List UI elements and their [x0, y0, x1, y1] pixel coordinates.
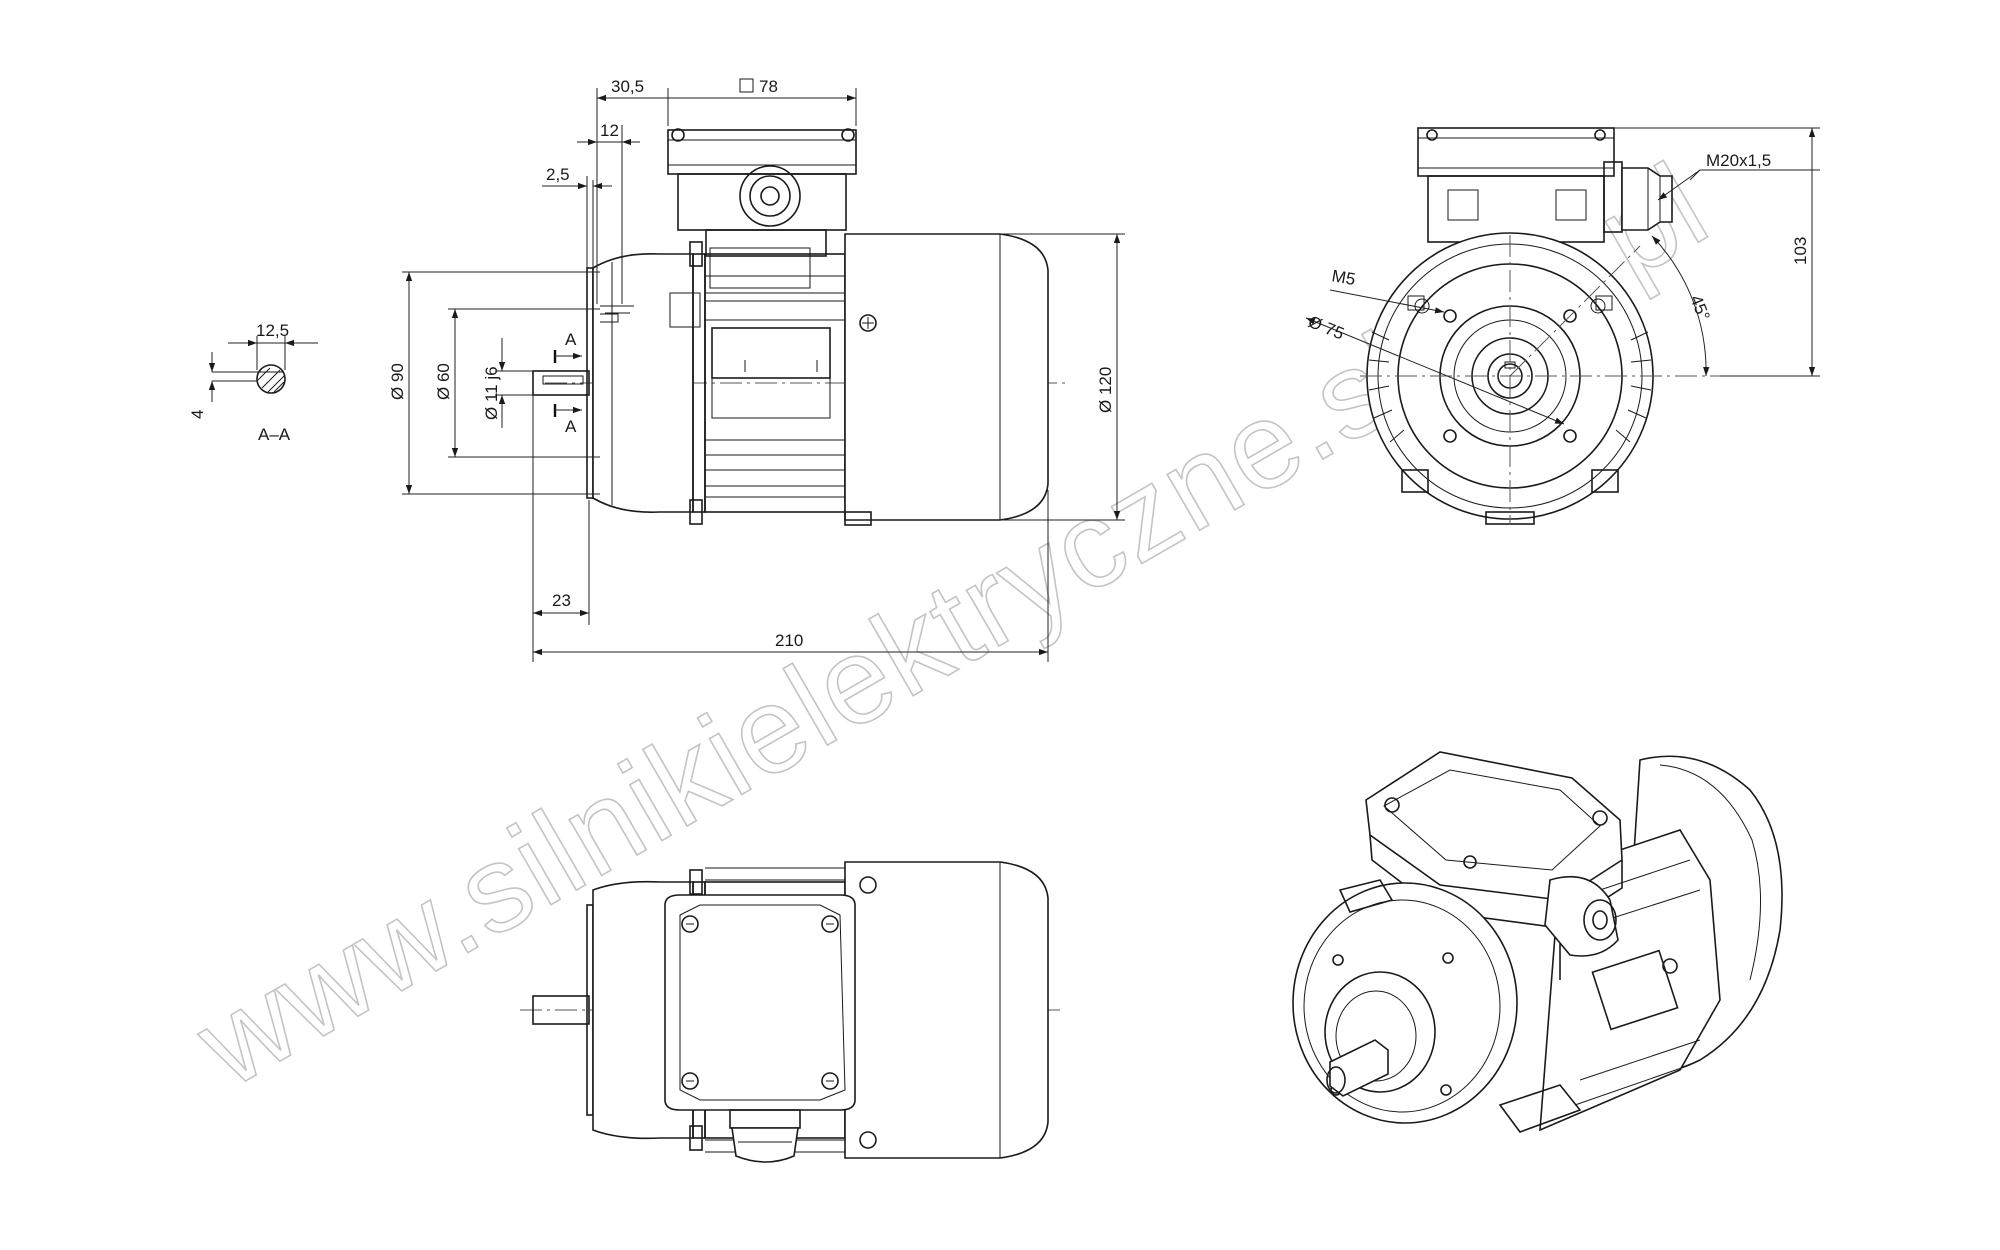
dim-phi-90: Ø 90 — [388, 363, 407, 400]
dim-sq-78: 78 — [759, 77, 778, 96]
m5-hole-tr — [1563, 309, 1577, 323]
cable-gland-m20 — [1621, 167, 1673, 231]
dim-m20x1-5: M20x1,5 — [1706, 151, 1771, 170]
dim-23: 23 — [552, 591, 571, 610]
top-view-shaft — [532, 995, 590, 1025]
foot-pad — [711, 327, 831, 379]
m5-hole-bl — [1443, 429, 1457, 443]
dim-30-5: 30,5 — [611, 77, 644, 96]
motor-isometric-view — [1292, 751, 1783, 1133]
side-view-dimensions: 30,5 78 12 2,5 Ø 90 Ø 60 Ø 11 j6 A — [388, 77, 1125, 662]
front-terminal-lid — [1417, 127, 1615, 177]
dim-m5: M5 — [1330, 266, 1357, 289]
section-a-a-view: 12,5 4 A–A — [188, 321, 318, 444]
top-view-fan-cover — [844, 861, 1049, 1159]
dim-phi-11-j6: Ø 11 j6 — [482, 366, 501, 420]
shaft-section-circle — [256, 364, 286, 394]
m5-hole-br — [1563, 429, 1577, 443]
dim-103: 103 — [1791, 237, 1810, 265]
dim-2-5: 2,5 — [546, 165, 570, 184]
square-symbol-icon — [739, 78, 754, 93]
ground-screw — [859, 314, 877, 332]
dim-4: 4 — [188, 410, 207, 419]
shaft-end — [532, 370, 590, 396]
section-mark-upper: A — [565, 330, 577, 349]
fan-cover — [844, 233, 1049, 521]
dim-12: 12 — [600, 121, 619, 140]
cable-gland-front — [739, 165, 801, 227]
dim-phi-60: Ø 60 — [434, 363, 453, 400]
motor-front-view — [1360, 127, 1720, 525]
motor-side-view — [532, 128, 1070, 526]
dim-12-5: 12,5 — [256, 321, 289, 340]
iso-cable-gland — [1544, 876, 1619, 957]
dim-45-degrees: 45° — [1686, 292, 1713, 323]
dim-phi-120: Ø 120 — [1096, 367, 1115, 413]
iso-flange-spigot — [1324, 971, 1436, 1093]
dim-210: 210 — [775, 631, 803, 650]
section-mark-lower: A — [565, 417, 577, 436]
top-view-terminal-box — [664, 894, 856, 1111]
top-view-cable-gland — [731, 1127, 799, 1163]
terminal-box-base — [677, 173, 847, 231]
section-label: A–A — [258, 425, 291, 444]
iso-front-flange — [1292, 882, 1518, 1124]
motor-top-view — [520, 861, 1060, 1163]
